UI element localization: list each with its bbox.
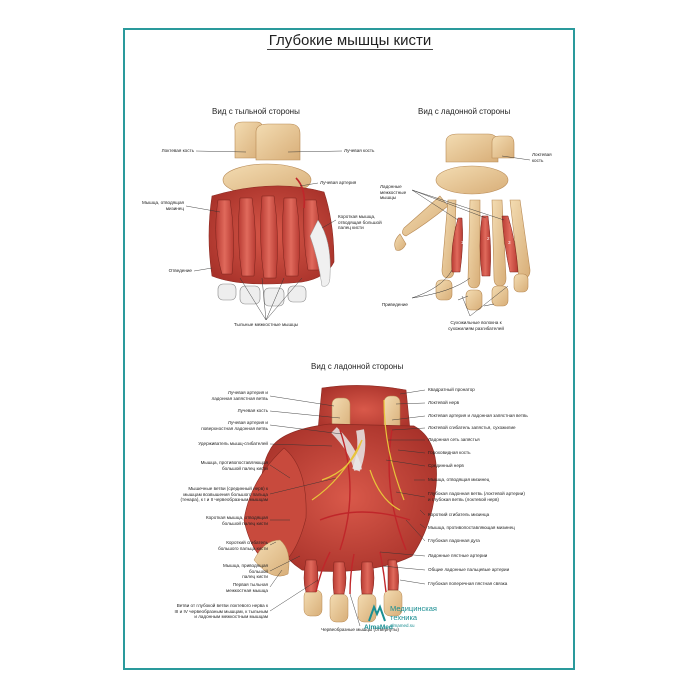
palmar-top-hand (394, 133, 531, 311)
leader-lines (185, 150, 531, 627)
label-bottom-left-7: Короткий сгибатель большого пальца кисти (218, 540, 268, 551)
label-lumbricals: Червеобразные мышцы (отвернуты) (321, 627, 399, 632)
label-bottom-left-10: Ветви от глубокой ветви локтевого нерва … (174, 603, 268, 620)
label-bottom-right-1: Локтевой нерв (428, 400, 460, 405)
label-bottom-right-6: Срединный нерв (428, 463, 464, 468)
label-palmar-interossei: Ладонные межкостные мышцы (380, 184, 407, 201)
label-bottom-left-0: Лучевая артерия и ладонная запястная вет… (211, 390, 268, 401)
label-bottom-right-5: Гороховидная кость (428, 450, 471, 455)
label-bottom-right-9: Короткий сгибатель мизинца (428, 512, 490, 517)
dorsal-hand (208, 121, 335, 307)
label-num-1: 1 (461, 240, 464, 245)
label-bottom-right-10: Мышца, противопоставляющая мизинец (428, 525, 515, 530)
logo-name: AlmaMed (364, 624, 393, 631)
label-bottom-left-1: Лучевая кость (237, 408, 268, 413)
label-num-2: 2 (487, 236, 490, 241)
label-abductor-minimi: Мышца, отводящая мизинец (142, 200, 184, 211)
label-bottom-left-3: Удерживатель мышц-сгибателей (198, 441, 268, 446)
logo-line2: техника (390, 613, 418, 622)
label-bottom-right-0: Квадратный пронатор (428, 387, 475, 392)
label-adduction: Приведение (381, 302, 408, 307)
label-bottom-left-4: Мышца, противопоставляющая большой палец… (200, 460, 268, 471)
label-dorsal-ulna: Локтевая кость (161, 148, 194, 153)
label-bottom-right-3: Локтевой сгибатель запястья, сухожилие (428, 425, 516, 430)
label-bottom-right-11: Глубокая ладонная дуга (428, 538, 480, 543)
label-bottom-right-2: Локтевая артерия и ладонная запястная ве… (428, 413, 528, 418)
label-bottom-left-9: Первая тыльная межкостная мышца (226, 582, 268, 593)
dorsal-radius (255, 123, 301, 161)
label-bottom-right-7: Мышца, отводящая мизинец (428, 477, 490, 482)
label-bottom-left-6: Короткая мышца, отводящая большой палец … (205, 515, 268, 526)
label-bottom-left-5: Мышечные ветви (срединный нерв) к мышцам… (180, 486, 269, 503)
view-title-palmar-top: Вид с ладонной стороны (418, 107, 511, 116)
label-bottom-right-4: Ладонная сеть запястья (428, 437, 480, 442)
label-abductor-pollicis-brevis: Короткая мышца, отводящая большой палец … (338, 214, 382, 231)
label-bottom-left-8: Мышца, приводящая большой палец кисти (223, 563, 268, 580)
logo-url: almamed.su (390, 623, 415, 628)
label-dorsal-interossei: Тыльные межкостные мышцы (233, 322, 299, 327)
label-palmar-ulna: Локтевая кость (532, 152, 552, 163)
label-bottom-right-13: Общие ладонные пальцевые артерии (428, 567, 510, 572)
logo-line1: Медицинская (390, 604, 437, 613)
label-bottom-left-2: Лучевая артерия и поверхностная ладонная… (201, 420, 268, 431)
label-tendon-fibers: Сухожильные волокна к сухожилиям разгиба… (448, 320, 504, 331)
label-dorsal-radius: Лучевая кость (344, 148, 375, 153)
view-title-palmar-bottom: Вид с ладонной стороны (311, 362, 404, 371)
poster-title: Глубокие мышцы кисти (266, 32, 434, 50)
label-radial-artery: Лучевая артерия (320, 180, 357, 185)
label-num-3: 3 (508, 240, 511, 245)
label-abduction: Отведение (168, 268, 192, 273)
palmar-bottom-hand (243, 385, 437, 623)
almamed-logo-icon (368, 604, 386, 622)
label-bottom-right-14: Глубокая поперечная пястная связка (428, 581, 508, 586)
label-bottom-right-12: Ладонные пястные артерии (428, 553, 488, 558)
view-title-dorsal: Вид с тыльной стороны (212, 107, 300, 116)
label-bottom-right-8: Глубокая ладонная ветвь (локтевой артери… (428, 491, 525, 502)
